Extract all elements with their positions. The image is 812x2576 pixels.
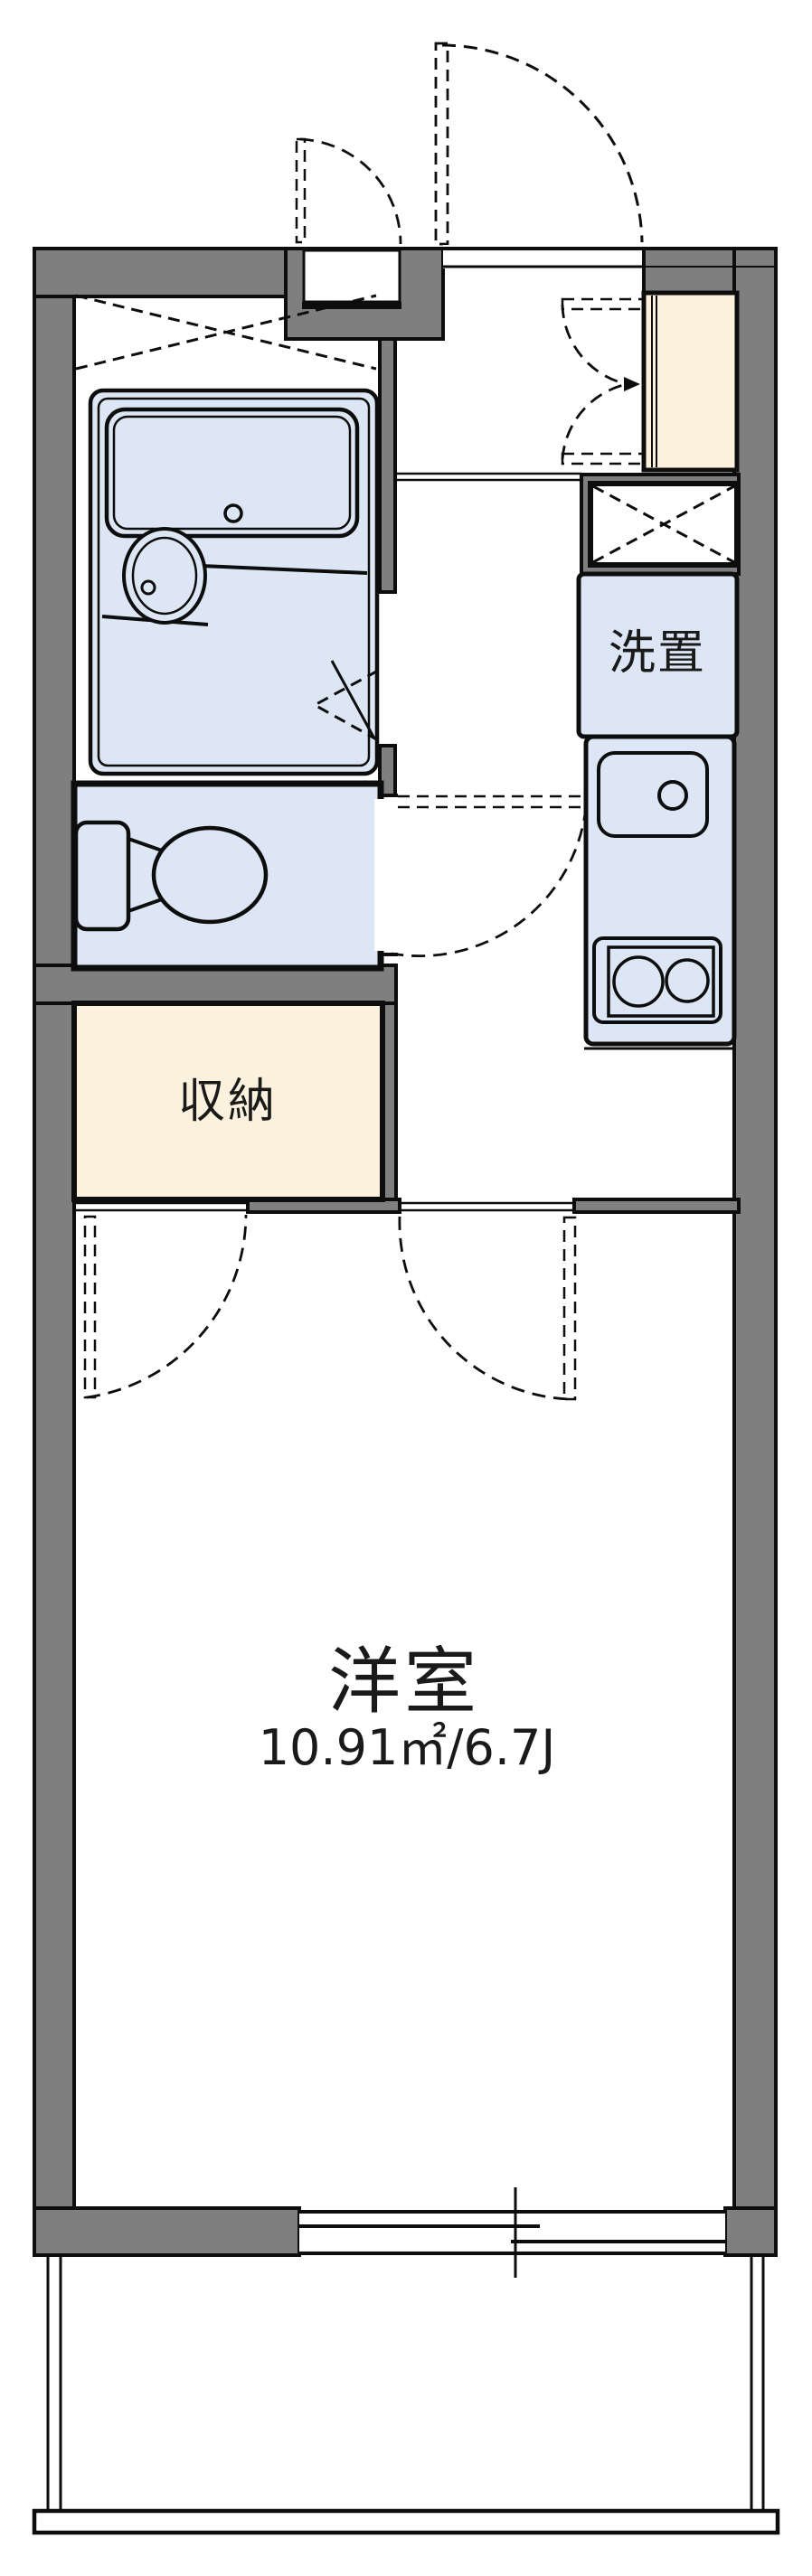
hall-room-door-swing	[398, 1216, 577, 1401]
main-room-label: 洋室	[328, 1640, 480, 1724]
meter-box	[302, 249, 401, 309]
kitchen-sink	[597, 751, 709, 838]
main-room: 洋室 10.91㎡/6.7J	[259, 1640, 556, 1776]
wall-right	[732, 247, 778, 2257]
toilet-bowl	[151, 825, 269, 925]
kitchen-counter	[583, 734, 737, 1047]
wall-top-left	[33, 247, 288, 298]
entrance-door-swing	[434, 42, 644, 246]
overhead-storage-x-mark	[75, 294, 377, 371]
room-top-boundary	[74, 1201, 574, 1212]
sliding-window	[299, 2187, 725, 2278]
entry-step-line	[395, 472, 581, 482]
bathroom	[75, 294, 381, 776]
storage-door-swing	[83, 1214, 248, 1399]
washbowl-drain	[140, 579, 156, 596]
wall-toilet-storage-band	[33, 964, 398, 1005]
toilet-room	[71, 780, 588, 972]
stove	[592, 936, 722, 1024]
bathtub	[104, 407, 360, 539]
toilet-door-swing	[391, 794, 588, 958]
wall-bottom-right-corner	[723, 2206, 778, 2257]
shoe-closet	[561, 290, 740, 473]
balcony-front-rail	[32, 2508, 780, 2535]
bath-corner-line	[330, 660, 376, 739]
bath-counter-line-right	[200, 564, 368, 575]
meterbox-door-swing	[295, 137, 402, 245]
entrance-door-leaf	[434, 42, 449, 246]
entrance-threshold	[439, 245, 776, 268]
bath-unit-inner-line	[97, 397, 371, 767]
bathroom-folding-door	[311, 669, 381, 743]
bathtub-drain	[223, 503, 243, 523]
wall-room-top-right	[572, 1198, 741, 1214]
storage-room: 収納	[71, 1001, 385, 1202]
entrance-door-arc	[441, 43, 644, 243]
wall-bath-hall-upper	[378, 337, 397, 594]
toilet-fixture	[73, 820, 269, 932]
door-direction-arrow	[624, 377, 640, 391]
wall-bottom-left	[33, 2206, 301, 2257]
storage-label: 収納	[178, 1075, 278, 1129]
meterbox-door-arc	[299, 137, 402, 245]
toilet-door-arc	[391, 806, 588, 958]
wall-left	[33, 247, 76, 2257]
stove-burner-right	[665, 958, 710, 1003]
main-room-size-label: 10.91㎡/6.7J	[259, 1719, 556, 1776]
stove-burner-left	[612, 955, 665, 1008]
washbowl	[122, 527, 207, 625]
bath-unit	[88, 388, 380, 776]
pipe-space-box	[588, 481, 740, 568]
shoe-closet-door-swing	[561, 297, 646, 465]
balcony	[32, 2257, 780, 2535]
laundry-space: 洗置	[576, 571, 740, 739]
toilet-tank	[73, 820, 131, 932]
laundry-label: 洗置	[609, 626, 706, 681]
sink-drain	[657, 780, 688, 811]
kitchen	[583, 734, 737, 1050]
